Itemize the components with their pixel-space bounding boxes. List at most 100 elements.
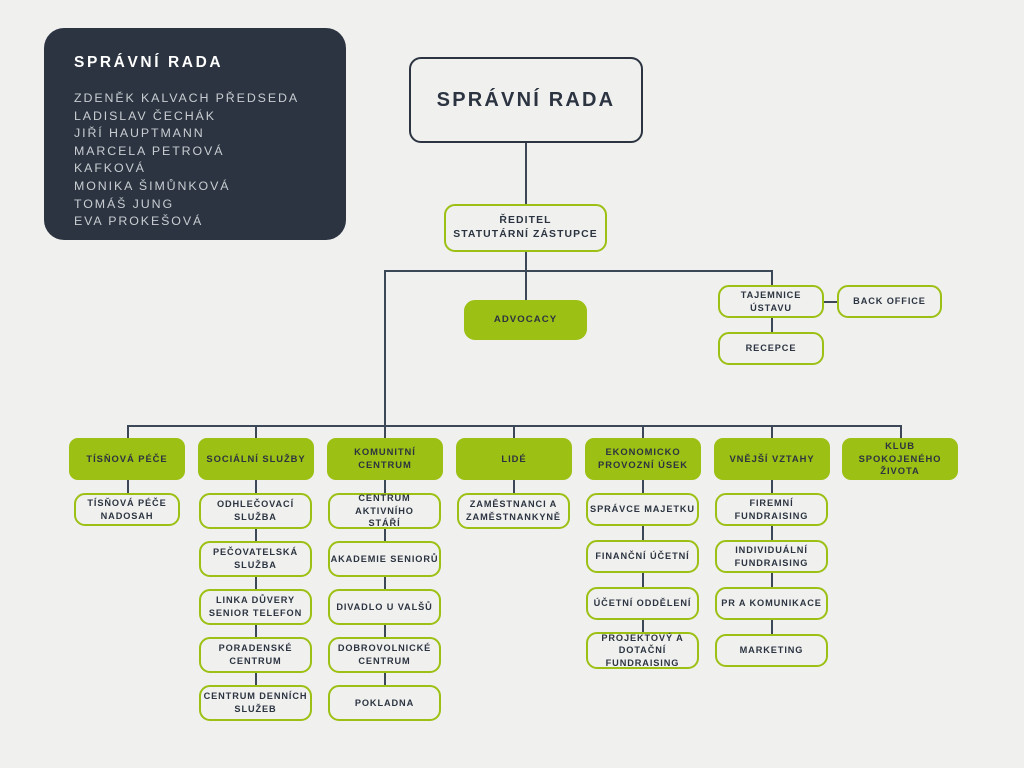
board-panel-title: SPRÁVNÍ RADA xyxy=(74,54,224,71)
board-member: JIŘÍ HAUPTMANN xyxy=(74,126,205,141)
dept-label-line1: TÍSŇOVÁ PÉČE xyxy=(86,452,168,464)
node-projektovy-a-dotacni-fundraising[interactable]: PROJEKTOVÝ A DOTAČNÍ FUNDRAISING xyxy=(586,632,699,669)
connector-dept5-child1-to-child2 xyxy=(771,573,773,587)
node-recepce[interactable]: RECEPCE xyxy=(718,332,824,365)
node-zamestnanci-a-zamestnankyne[interactable]: ZAMĚSTNANCI A ZAMĚSTNANKYNĚ xyxy=(457,493,570,529)
node-marketing[interactable]: MARKETING xyxy=(715,634,828,667)
dept-label-line1: EKONOMICKO xyxy=(605,446,681,458)
node-label-line1: SPRÁVCE MAJETKU xyxy=(590,504,695,515)
connector-bus-drop-dept-0 xyxy=(127,425,129,438)
node-label-line1: DIVADLO U VALŠŮ xyxy=(336,601,433,612)
node-individualni-fundraising[interactable]: INDIVIDUÁLNÍ FUNDRAISING xyxy=(715,540,828,573)
node-label: ADVOCACY xyxy=(493,313,558,325)
connector-bus-drop-dept-3 xyxy=(513,425,515,438)
node-label-line1: LINKA DŮVERY xyxy=(215,595,296,606)
dept-label-line2: ŽIVOTA xyxy=(880,465,920,477)
node-centrum-dennich-sluzeb[interactable]: CENTRUM DENNÍCH SLUŽEB xyxy=(199,685,312,721)
node-pokladna[interactable]: POKLADNA xyxy=(328,685,441,721)
board-member: MONIKA ŠIMŮNKOVÁ xyxy=(74,178,231,193)
dept-label-line1: KLUB SPOKOJENÉHO xyxy=(858,439,942,464)
node-label-line2: SLUŽEB xyxy=(234,704,277,714)
node-tajemnice-ustavu[interactable]: TAJEMNICE ÚSTAVU xyxy=(718,285,824,318)
node-financni-ucetni[interactable]: FINANČNÍ ÚČETNÍ xyxy=(586,540,699,573)
node-ucetni-oddeleni[interactable]: ÚČETNÍ ODDĚLENÍ xyxy=(586,587,699,620)
node-tisnova-pece-nadosah[interactable]: TÍSŇOVÁ PÉČE NADOSAH xyxy=(74,493,180,526)
node-poradenske-centrum[interactable]: PORADENSKÉ CENTRUM xyxy=(199,637,312,673)
connector-bus-drop-dept-5 xyxy=(771,425,773,438)
connector-to-tajemnice xyxy=(771,270,773,285)
dept-header-komunitni-centrum[interactable]: KOMUNITNÍ CENTRUM xyxy=(327,438,443,480)
node-label: TAJEMNICE ÚSTAVU xyxy=(740,289,802,313)
connector-bus-drop-dept-4 xyxy=(642,425,644,438)
node-centrum-aktivniho-stari[interactable]: CENTRUM AKTIVNÍHO STÁŘÍ xyxy=(328,493,441,529)
connector-dept2-child3-to-child4 xyxy=(384,673,386,685)
node-label-line1: ODHLEČOVACÍ xyxy=(216,499,295,510)
node-divadlo-u-valsu[interactable]: DIVADLO U VALŠŮ xyxy=(328,589,441,625)
dept-label-line1: VNĚJŠÍ VZTAHY xyxy=(729,452,815,464)
node-label-line2: DOTAČNÍ xyxy=(618,645,667,656)
dept-label-line1: LIDÉ xyxy=(501,452,527,464)
dept-header-klub-spokojeneho-zivota[interactable]: KLUB SPOKOJENÉHO ŽIVOTA xyxy=(842,438,958,480)
connector-bus-drop-dept-1 xyxy=(255,425,257,438)
node-dobrovolnicke-centrum[interactable]: DOBROVOLNICKÉ CENTRUM xyxy=(328,637,441,673)
node-akademie-senioru[interactable]: AKADEMIE SENIORŮ xyxy=(328,541,441,577)
board-members-panel: SPRÁVNÍ RADA ZDENĚK KALVACH PŘEDSEDA LAD… xyxy=(44,28,346,240)
node-spravni-rada[interactable]: SPRÁVNÍ RADA xyxy=(409,57,643,143)
node-label-line2: CENTRUM xyxy=(229,656,282,666)
node-label-line2: SLUŽBA xyxy=(234,560,277,570)
node-label-line1: PORADENSKÉ xyxy=(218,643,293,654)
connector-dept2-child0-to-child1 xyxy=(384,529,386,541)
board-member: ZDENĚK KALVACH PŘEDSEDA xyxy=(74,91,300,105)
board-member: EVA PROKEŠOVÁ xyxy=(74,214,204,229)
node-linka-duvery-senior-telefon[interactable]: LINKA DŮVERY SENIOR TELEFON xyxy=(199,589,312,625)
node-spravce-majetku[interactable]: SPRÁVCE MAJETKU xyxy=(586,493,699,526)
connector-tajemnice-to-backoffice xyxy=(824,301,837,303)
connector-dept2-to-child0 xyxy=(384,480,386,493)
board-member-list: ZDENĚK KALVACH PŘEDSEDA LADISLAV ČECHÁK … xyxy=(74,90,346,231)
node-label-line1: ZAMĚSTNANCI A xyxy=(469,499,558,510)
node-label-line1: CENTRUM DENNÍCH xyxy=(203,691,308,702)
node-label-line2: SENIOR TELEFON xyxy=(208,608,303,618)
node-label-line1: ŘEDITEL xyxy=(499,215,552,226)
node-label: BACK OFFICE xyxy=(853,296,926,307)
board-member: TOMÁŠ JUNG xyxy=(74,196,175,211)
node-label-line2: STATUTÁRNÍ ZÁSTUPCE xyxy=(453,229,598,240)
node-pr-a-komunikace[interactable]: PR A KOMUNIKACE xyxy=(715,587,828,620)
node-label-line1: FINANČNÍ ÚČETNÍ xyxy=(595,551,690,562)
node-label-line1: DOBROVOLNICKÉ xyxy=(337,643,432,654)
node-advocacy[interactable]: ADVOCACY xyxy=(464,300,587,340)
node-label-line1: PEČOVATELSKÁ xyxy=(213,547,298,558)
node-label-line2: SLUŽBA xyxy=(234,512,277,522)
board-member: LADISLAV ČECHÁK xyxy=(74,108,216,123)
dept-header-ekonomicko-provozni-usek[interactable]: EKONOMICKO PROVOZNÍ ÚSEK xyxy=(585,438,701,480)
connector-bus-drop-dept-2 xyxy=(384,425,386,438)
node-label-line1: INDIVIDUÁLNÍ xyxy=(735,544,808,555)
connector-dept1-child2-to-child3 xyxy=(255,625,257,637)
dept-label-line2: PROVOZNÍ ÚSEK xyxy=(598,459,688,470)
connector-dept4-child1-to-child2 xyxy=(642,573,644,587)
node-label-line2: STÁŘÍ xyxy=(368,518,401,529)
node-label-line2: CENTRUM xyxy=(358,656,411,666)
node-label-line2: FUNDRAISING xyxy=(734,557,809,568)
dept-header-lide[interactable]: LIDÉ xyxy=(456,438,572,480)
node-reditel[interactable]: ŘEDITEL STATUTÁRNÍ ZÁSTUPCE xyxy=(444,204,607,252)
node-odhlecovaci-sluzba[interactable]: ODHLEČOVACÍ SLUŽBA xyxy=(199,493,312,529)
connector-dept2-child2-to-child3 xyxy=(384,625,386,637)
node-label-line2: ZAMĚSTNANKYNĚ xyxy=(466,512,561,522)
node-back-office[interactable]: BACK OFFICE xyxy=(837,285,942,318)
connector-upper-bus-left-drop xyxy=(384,270,386,426)
board-member: MARCELA PETROVÁ xyxy=(74,143,225,158)
dept-header-tisnova-pece[interactable]: TÍSŇOVÁ PÉČE xyxy=(69,438,185,480)
node-label-line1: MARKETING xyxy=(739,645,804,656)
connector-root-to-director xyxy=(525,143,527,204)
node-pecovatelska-sluzba[interactable]: PEČOVATELSKÁ SLUŽBA xyxy=(199,541,312,577)
board-member: KAFKOVÁ xyxy=(74,161,146,176)
dept-header-socialni-sluzby[interactable]: SOCIÁLNÍ SLUŽBY xyxy=(198,438,314,480)
node-firemni-fundraising[interactable]: FIREMNÍ FUNDRAISING xyxy=(715,493,828,526)
dept-header-vnejsi-vztahy[interactable]: VNĚJŠÍ VZTAHY xyxy=(714,438,830,480)
node-label-line1: TÍSŇOVÁ PÉČE xyxy=(87,497,167,508)
connector-dept4-child2-to-child3 xyxy=(642,620,644,632)
node-label-line1: ÚČETNÍ ODDĚLENÍ xyxy=(593,598,692,609)
connector-bus-drop-dept-6 xyxy=(900,425,902,438)
